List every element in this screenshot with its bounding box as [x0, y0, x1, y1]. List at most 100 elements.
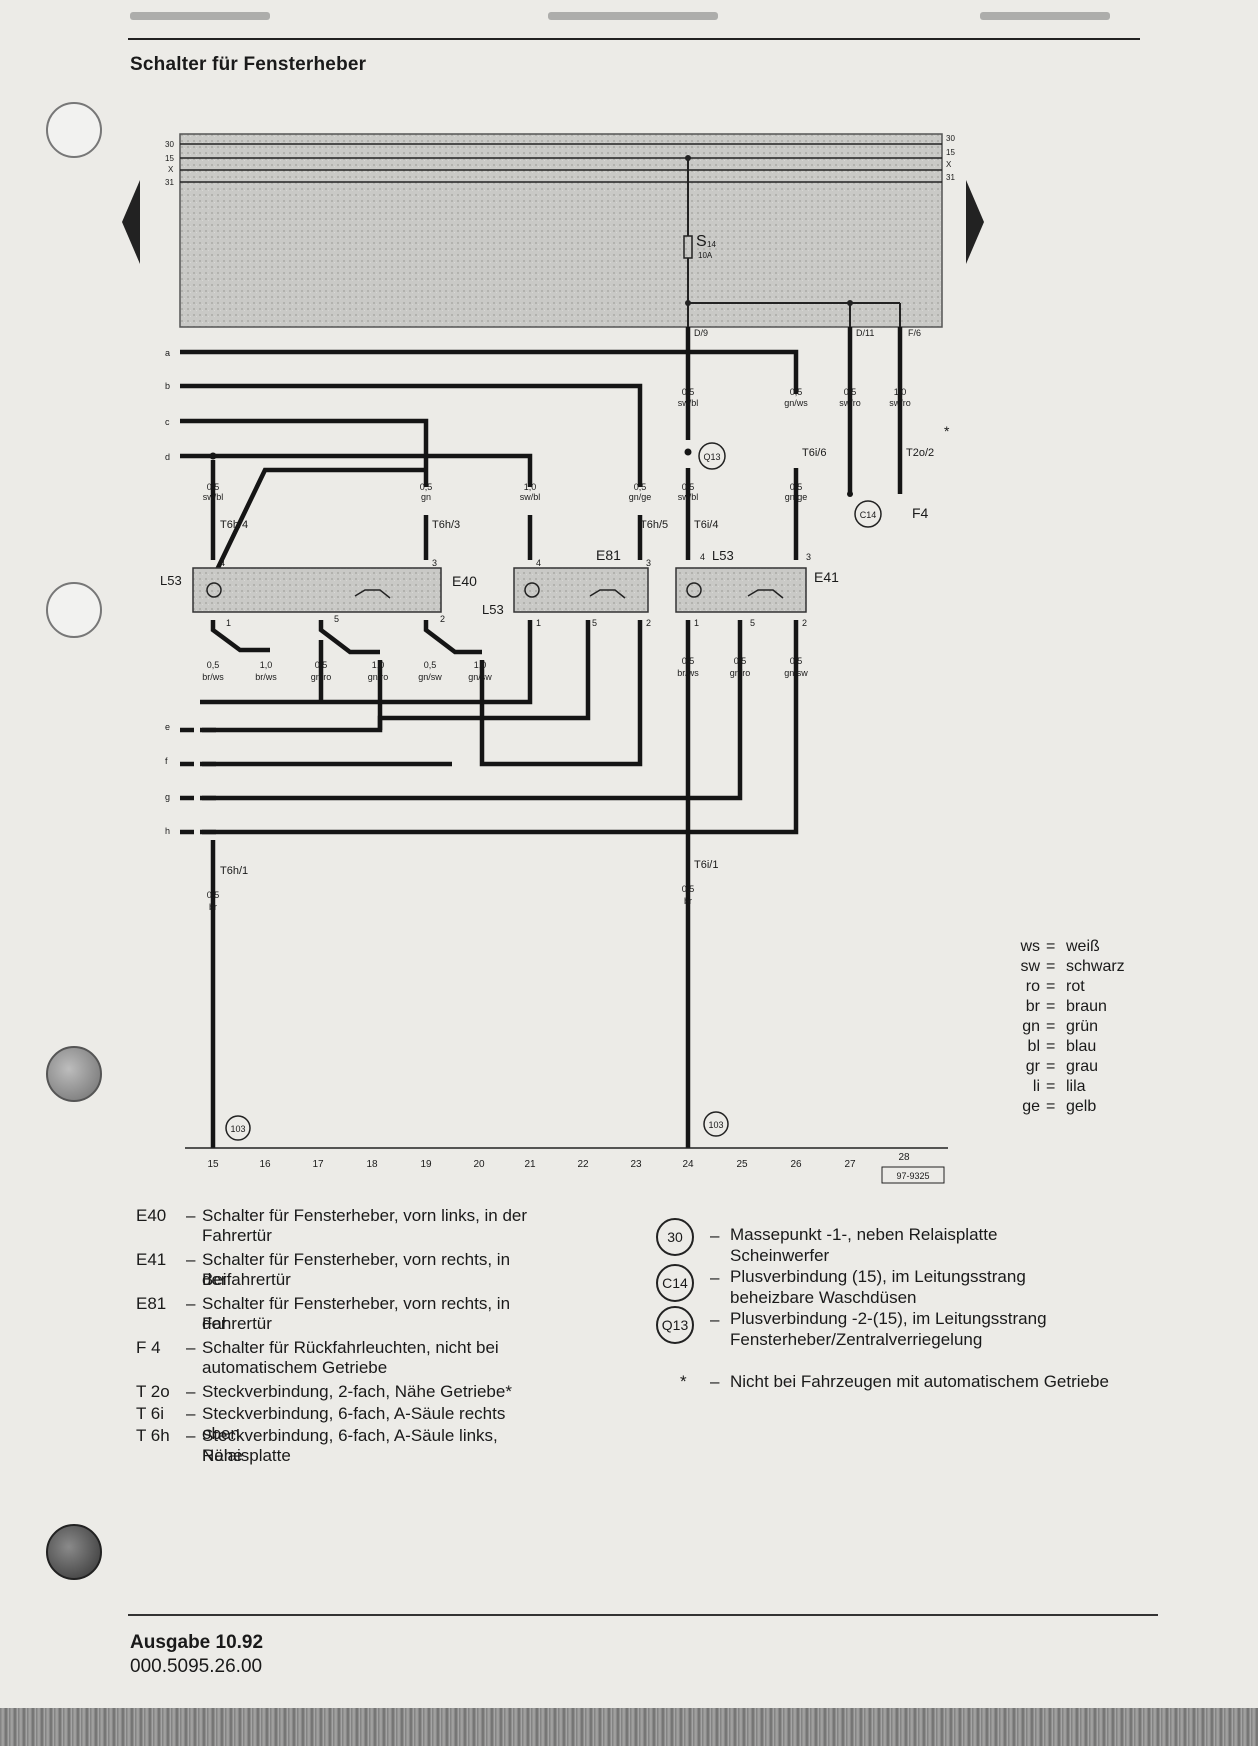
svg-text:19: 19 — [420, 1159, 432, 1170]
svg-text:gn/ro: gn/ro — [730, 668, 751, 678]
footer-rule — [128, 1614, 1158, 1616]
svg-text:0,5: 0,5 — [790, 482, 803, 492]
svg-text:2: 2 — [646, 618, 651, 628]
row-letters: a b c d e f g h — [165, 348, 170, 836]
svg-text:4: 4 — [220, 558, 225, 568]
ref-q13-circle: Q13 — [656, 1306, 694, 1344]
svg-text:2: 2 — [802, 618, 807, 628]
rail-label: 15 — [165, 154, 174, 163]
row-letter: a — [165, 348, 170, 358]
svg-text:0,5: 0,5 — [790, 387, 803, 397]
switch-e40: L53 E40 — [160, 567, 477, 613]
wiring-diagram: 30 15 X 31 30 15 X 31 S 14 10A D/9 D/11 … — [160, 133, 955, 1184]
svg-text:1: 1 — [536, 618, 541, 628]
header-scribble-right — [980, 12, 1110, 20]
svg-text:1: 1 — [226, 618, 231, 628]
connector-label: T6h/4 — [220, 519, 248, 531]
wire-labels-bottom: 0,5 br/ws 1,0 br/ws 0,5 gn/ro 1,0 gn/ro … — [202, 656, 808, 682]
svg-text:2: 2 — [440, 614, 445, 624]
previous-page-arrow-icon[interactable] — [122, 180, 140, 264]
legend-dash: – — [710, 1226, 720, 1245]
svg-text:sw/ro: sw/ro — [889, 398, 911, 408]
svg-text:5: 5 — [334, 614, 339, 624]
svg-text:5: 5 — [592, 618, 597, 628]
svg-text:gn/ro: gn/ro — [368, 672, 389, 682]
svg-text:28: 28 — [898, 1152, 910, 1163]
row-letter: h — [165, 826, 170, 836]
fuse-sub: 14 — [707, 240, 716, 249]
connector-label: T6i/6 — [802, 447, 826, 459]
ruler: 15 16 17 18 19 20 21 22 23 24 25 26 27 2… — [207, 1152, 910, 1170]
ground-point-right: 103 — [703, 1111, 729, 1137]
row-letter: f — [165, 756, 168, 766]
svg-text:0,5: 0,5 — [634, 482, 647, 492]
row-letter: g — [165, 792, 170, 802]
component-label: E41 — [814, 569, 839, 585]
legend-right-q13: Plusverbindung -2-(15), im Leitungsstran… — [730, 1309, 1047, 1349]
component-label: E81 — [596, 547, 621, 563]
ref-c14: C14 — [854, 500, 882, 528]
component-label: E40 — [452, 573, 477, 589]
svg-text:3: 3 — [432, 558, 437, 568]
connector-label: T6h/1 — [220, 865, 248, 877]
svg-text:27: 27 — [844, 1159, 856, 1170]
legend-dash: – — [710, 1310, 720, 1329]
svg-text:0,5: 0,5 — [207, 890, 220, 900]
svg-text:gn/sw: gn/sw — [418, 672, 442, 682]
pin-numbers: 4 3 4 3 4 3 1 5 2 1 5 2 1 5 2 — [220, 552, 811, 628]
svg-text:0,5: 0,5 — [844, 387, 857, 397]
switch-e41: L53 E41 — [675, 548, 839, 613]
header-scribble-left — [130, 12, 270, 20]
svg-text:18: 18 — [366, 1159, 378, 1170]
punch-hole — [46, 102, 102, 158]
row-letter: c — [165, 417, 170, 427]
wire-labels-top: 0,5 sw/bl 0,5 gn 1,0 sw/bl 0,5 gn/ge 0,5… — [203, 482, 808, 502]
svg-text:25: 25 — [736, 1159, 748, 1170]
svg-text:gn/ge: gn/ge — [629, 492, 652, 502]
rail-label: 30 — [165, 140, 174, 149]
rail-label: 30 — [946, 134, 955, 143]
svg-text:br/ws: br/ws — [677, 668, 699, 678]
svg-text:0,5: 0,5 — [682, 884, 695, 894]
relay-panel: 30 15 X 31 30 15 X 31 S 14 10A — [165, 133, 955, 328]
svg-text:1,0: 1,0 — [524, 482, 537, 492]
svg-text:20: 20 — [473, 1159, 485, 1170]
connector-label: T6i/1 — [694, 859, 718, 871]
connector-label: T6h/3 — [432, 519, 460, 531]
connector-labels: T6h/4 T6h/3 T6h/5 T6i/4 T6i/6 T2o/2 T6h/… — [220, 447, 934, 877]
svg-text:103: 103 — [230, 1124, 245, 1134]
svg-text:22: 22 — [577, 1159, 589, 1170]
svg-text:gn: gn — [421, 492, 431, 502]
svg-text:br/ws: br/ws — [202, 672, 224, 682]
next-page-arrow-icon[interactable] — [966, 180, 984, 264]
terminal-label: F/6 — [908, 328, 921, 338]
svg-text:gn/sw: gn/sw — [468, 672, 492, 682]
switch-e81: L53 E81 — [482, 547, 649, 617]
punch-hole — [46, 582, 102, 638]
svg-text:0,5: 0,5 — [682, 387, 695, 397]
wire-labels-upper: 0,5 sw/bl 0,5 gn/ws 0,5 sw/ro 1,0 sw/ro — [678, 387, 911, 408]
svg-text:15: 15 — [207, 1159, 219, 1170]
svg-text:Q13: Q13 — [703, 452, 720, 462]
lamp-label: L53 — [160, 573, 182, 588]
legend-dash: – — [710, 1268, 720, 1287]
legend-left: E40–Schalter für Fensterheber, vorn link… — [136, 1206, 528, 1465]
punch-hole — [46, 1046, 102, 1102]
svg-text:1,0: 1,0 — [372, 660, 385, 670]
svg-text:gn/sw: gn/sw — [784, 668, 808, 678]
svg-text:br: br — [684, 896, 692, 906]
svg-text:0,5: 0,5 — [315, 660, 328, 670]
header-scribble-mid — [548, 12, 718, 20]
issue-label: Ausgabe 10.92 — [130, 1632, 264, 1653]
page-title: Schalter für Fensterheber — [130, 54, 367, 75]
rail-label: X — [946, 160, 952, 169]
fuse-label: S — [696, 233, 707, 250]
colour-key: ws=weiß sw=schwarz ro=rot br=braun gn=gr… — [1020, 938, 1125, 1115]
document-number: 000.5095.26.00 — [130, 1656, 263, 1677]
svg-text:103: 103 — [708, 1120, 723, 1130]
rail-label: 15 — [946, 148, 955, 157]
svg-text:23: 23 — [630, 1159, 642, 1170]
svg-text:0,5: 0,5 — [682, 656, 695, 666]
svg-text:sw/bl: sw/bl — [678, 398, 699, 408]
